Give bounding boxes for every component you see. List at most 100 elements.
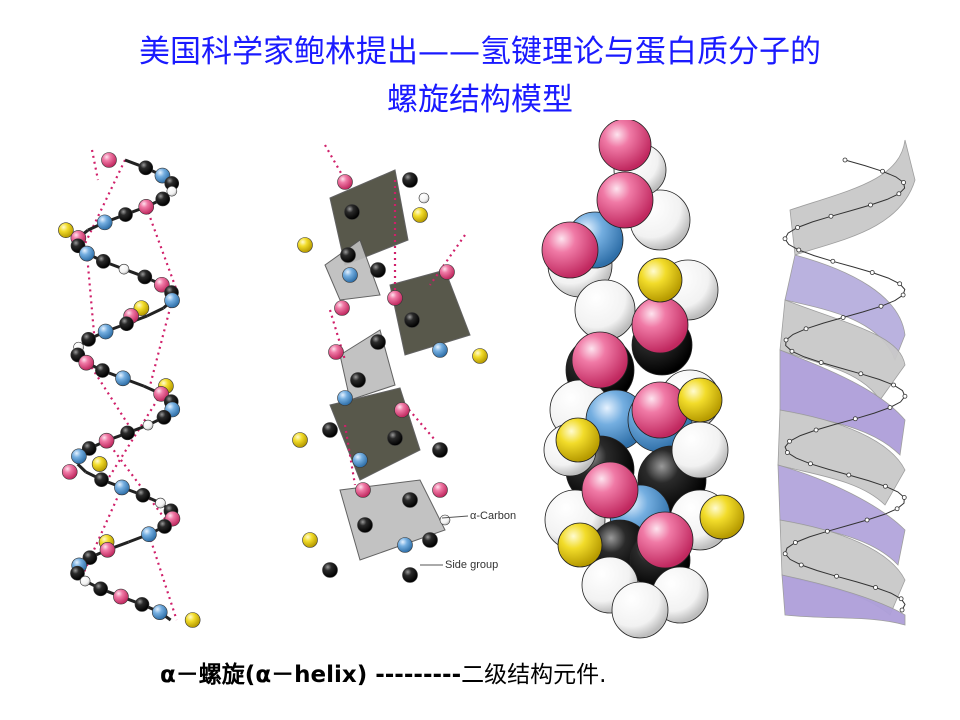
oxygen-atom xyxy=(153,386,169,402)
carbon-atom xyxy=(350,372,366,388)
ribbon-segment xyxy=(784,254,906,362)
ribbon-atom xyxy=(899,607,905,613)
hydrogen-bond xyxy=(343,424,357,486)
planar-peptide-model xyxy=(292,144,488,583)
nitrogen-atom xyxy=(151,604,168,621)
ribbon-atom xyxy=(842,157,848,163)
oxygen-atom xyxy=(631,381,689,439)
hydrogen-atom xyxy=(79,575,91,587)
ribbon-atom xyxy=(852,416,858,422)
nitrogen-atom xyxy=(432,342,448,358)
oxygen-atom xyxy=(631,296,689,354)
carbon-atom xyxy=(81,441,97,456)
ribbon-atom xyxy=(818,360,824,365)
side-group-atom xyxy=(58,222,74,238)
ribbon-atom xyxy=(828,213,834,219)
oxygen-atom xyxy=(355,482,371,498)
ribbon-atom xyxy=(902,393,908,399)
oxygen-atom xyxy=(596,171,654,229)
ribbon-atom xyxy=(896,191,902,197)
caption-description: 二级结构元件. xyxy=(461,662,607,688)
oxygen-atom xyxy=(113,588,129,605)
oxygen-atom xyxy=(328,344,344,360)
ribbon-atom xyxy=(789,348,795,354)
ribbon-atom xyxy=(813,427,819,433)
ribbon-atom xyxy=(798,562,804,568)
ribbon-atom xyxy=(846,472,852,478)
side-group-atom xyxy=(472,348,488,364)
alpha-carbon-label: α-Carbon xyxy=(470,510,516,522)
peptide-plane xyxy=(329,169,409,266)
hydrogen-bond xyxy=(83,159,126,247)
hydrogen-bond xyxy=(404,404,436,441)
carbon-atom xyxy=(402,492,418,508)
carbon-atom xyxy=(96,254,111,269)
ribbon-atom xyxy=(869,270,875,275)
carbon-atom xyxy=(94,472,109,487)
ribbon-atom xyxy=(864,517,870,523)
slide-title: 美国科学家鲍林提出——氢键理论与蛋白质分子的 螺旋结构模型 xyxy=(0,28,960,124)
oxygen-atom xyxy=(394,402,410,418)
ribbon-atom xyxy=(900,292,906,298)
ribbon-atom xyxy=(795,225,800,230)
hydrogen-bond xyxy=(429,234,466,286)
carbon-atom xyxy=(137,269,153,285)
ribbon-atom xyxy=(882,483,888,489)
carbon-atom xyxy=(344,204,360,220)
ribbon-atom xyxy=(803,326,809,332)
ribbon-atom xyxy=(834,573,839,579)
ribbon-atom xyxy=(782,236,788,242)
oxygen-atom xyxy=(99,542,116,558)
ribbon-atom xyxy=(873,585,878,590)
carbon-atom xyxy=(134,597,150,612)
side-group-atom xyxy=(292,432,308,448)
carbon-atom xyxy=(322,562,338,578)
oxygen-atom xyxy=(98,432,115,449)
ribbon-model xyxy=(777,139,916,626)
hydrogen-atom xyxy=(118,263,130,275)
nitrogen-atom xyxy=(79,245,95,262)
hydrogen-atom xyxy=(439,514,451,526)
peptide-plane xyxy=(389,269,471,356)
ribbon-atom xyxy=(783,337,789,343)
carbon-atom xyxy=(340,247,356,263)
nitrogen-atom xyxy=(164,292,180,309)
peptide-plane xyxy=(339,479,446,561)
side-group-atom xyxy=(699,494,745,540)
ribbon-atom xyxy=(901,495,907,500)
hydrogen-bond xyxy=(90,149,100,181)
ribbon-atom xyxy=(868,202,873,208)
oxygen-atom xyxy=(439,264,455,280)
carbon-atom xyxy=(370,262,386,278)
nitrogen-atom xyxy=(397,537,413,553)
nitrogen-atom xyxy=(114,479,130,496)
hydrogen-atom xyxy=(142,419,154,431)
oxygen-atom xyxy=(138,198,155,215)
carbon-atom xyxy=(370,334,386,350)
oxygen-atom xyxy=(598,120,652,172)
label-pointer xyxy=(441,515,469,519)
side-group-atom xyxy=(297,237,313,253)
carbon-atom xyxy=(402,172,418,188)
hydrogen-atom xyxy=(574,279,636,341)
carbon-atom xyxy=(387,430,403,446)
carbon-atom xyxy=(402,567,418,583)
carbon-atom xyxy=(422,532,438,548)
oxygen-atom xyxy=(387,290,403,306)
carbon-atom xyxy=(93,581,108,597)
title-line-2: 螺旋结构模型 xyxy=(387,82,573,118)
ribbon-atom xyxy=(787,438,792,444)
nitrogen-atom xyxy=(97,323,114,340)
ribbon-atom xyxy=(824,528,830,534)
ribbon-segment xyxy=(779,299,906,401)
carbon-atom xyxy=(118,207,133,222)
ribbon-atom xyxy=(887,405,893,410)
carbon-atom xyxy=(357,517,373,533)
carbon-atom xyxy=(138,160,154,176)
carbon-atom xyxy=(155,191,171,207)
carbon-atom xyxy=(322,422,338,438)
oxygen-atom xyxy=(571,331,629,389)
ribbon-atom xyxy=(840,315,846,320)
side-group-atom xyxy=(637,257,683,303)
carbon-atom xyxy=(120,425,135,441)
